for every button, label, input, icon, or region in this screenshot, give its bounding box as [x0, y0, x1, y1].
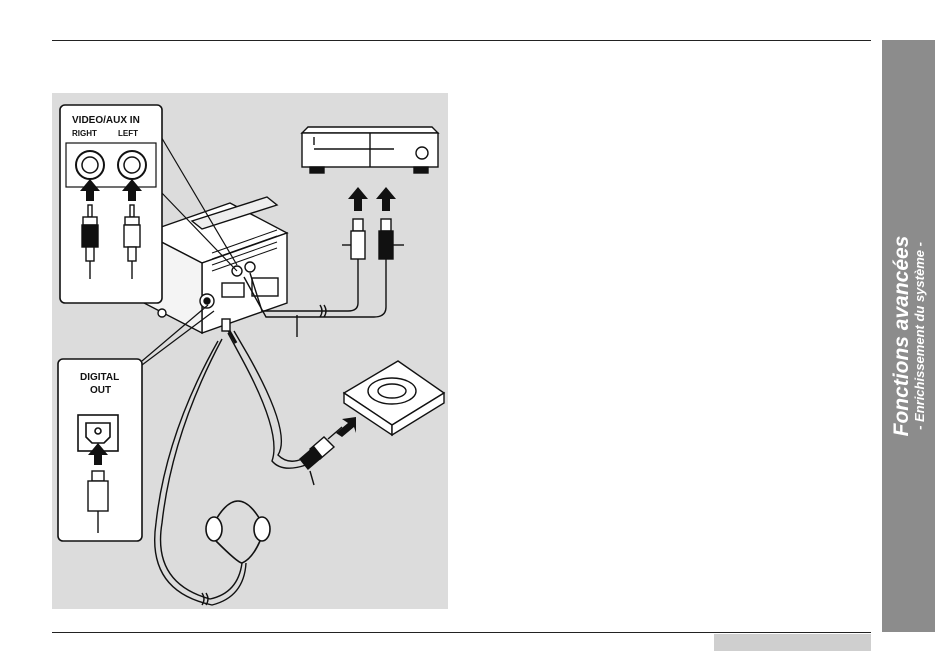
section-title: Fonctions avancées: [891, 236, 913, 437]
section-side-tab: Fonctions avancées - Enrichissement du s…: [882, 40, 935, 632]
right-jack-icon: [76, 151, 104, 179]
video-aux-in-label: VIDEO/AUX IN: [72, 115, 140, 126]
right-channel-label: RIGHT: [72, 129, 97, 138]
connection-illustration: VIDEO/AUX IN RIGHT LEFT: [52, 93, 448, 609]
header-rule: [52, 40, 871, 41]
player-arrow-icon: [336, 417, 356, 437]
left-jack-icon: [118, 151, 146, 179]
left-channel-label: LEFT: [118, 129, 138, 138]
digital-out-callout: DIGITAL OUT: [58, 305, 214, 541]
vcr-arrows: [348, 187, 396, 211]
out-label: OUT: [90, 385, 111, 396]
main-unit: [144, 197, 287, 333]
digital-label: DIGITAL: [80, 372, 119, 383]
page-number-tab: [714, 634, 871, 651]
vcr-icon: [302, 127, 438, 173]
headphones-icon: [206, 501, 270, 563]
headphone-jack-plug: [300, 427, 342, 485]
section-subtitle: - Enrichissement du système -: [913, 242, 927, 430]
cables: [155, 319, 306, 605]
portable-player-icon: [344, 361, 444, 435]
side-tab-text: Fonctions avancées - Enrichissement du s…: [882, 40, 935, 632]
footer-rule: [52, 632, 871, 633]
connection-diagram: VIDEO/AUX IN RIGHT LEFT: [52, 93, 448, 609]
